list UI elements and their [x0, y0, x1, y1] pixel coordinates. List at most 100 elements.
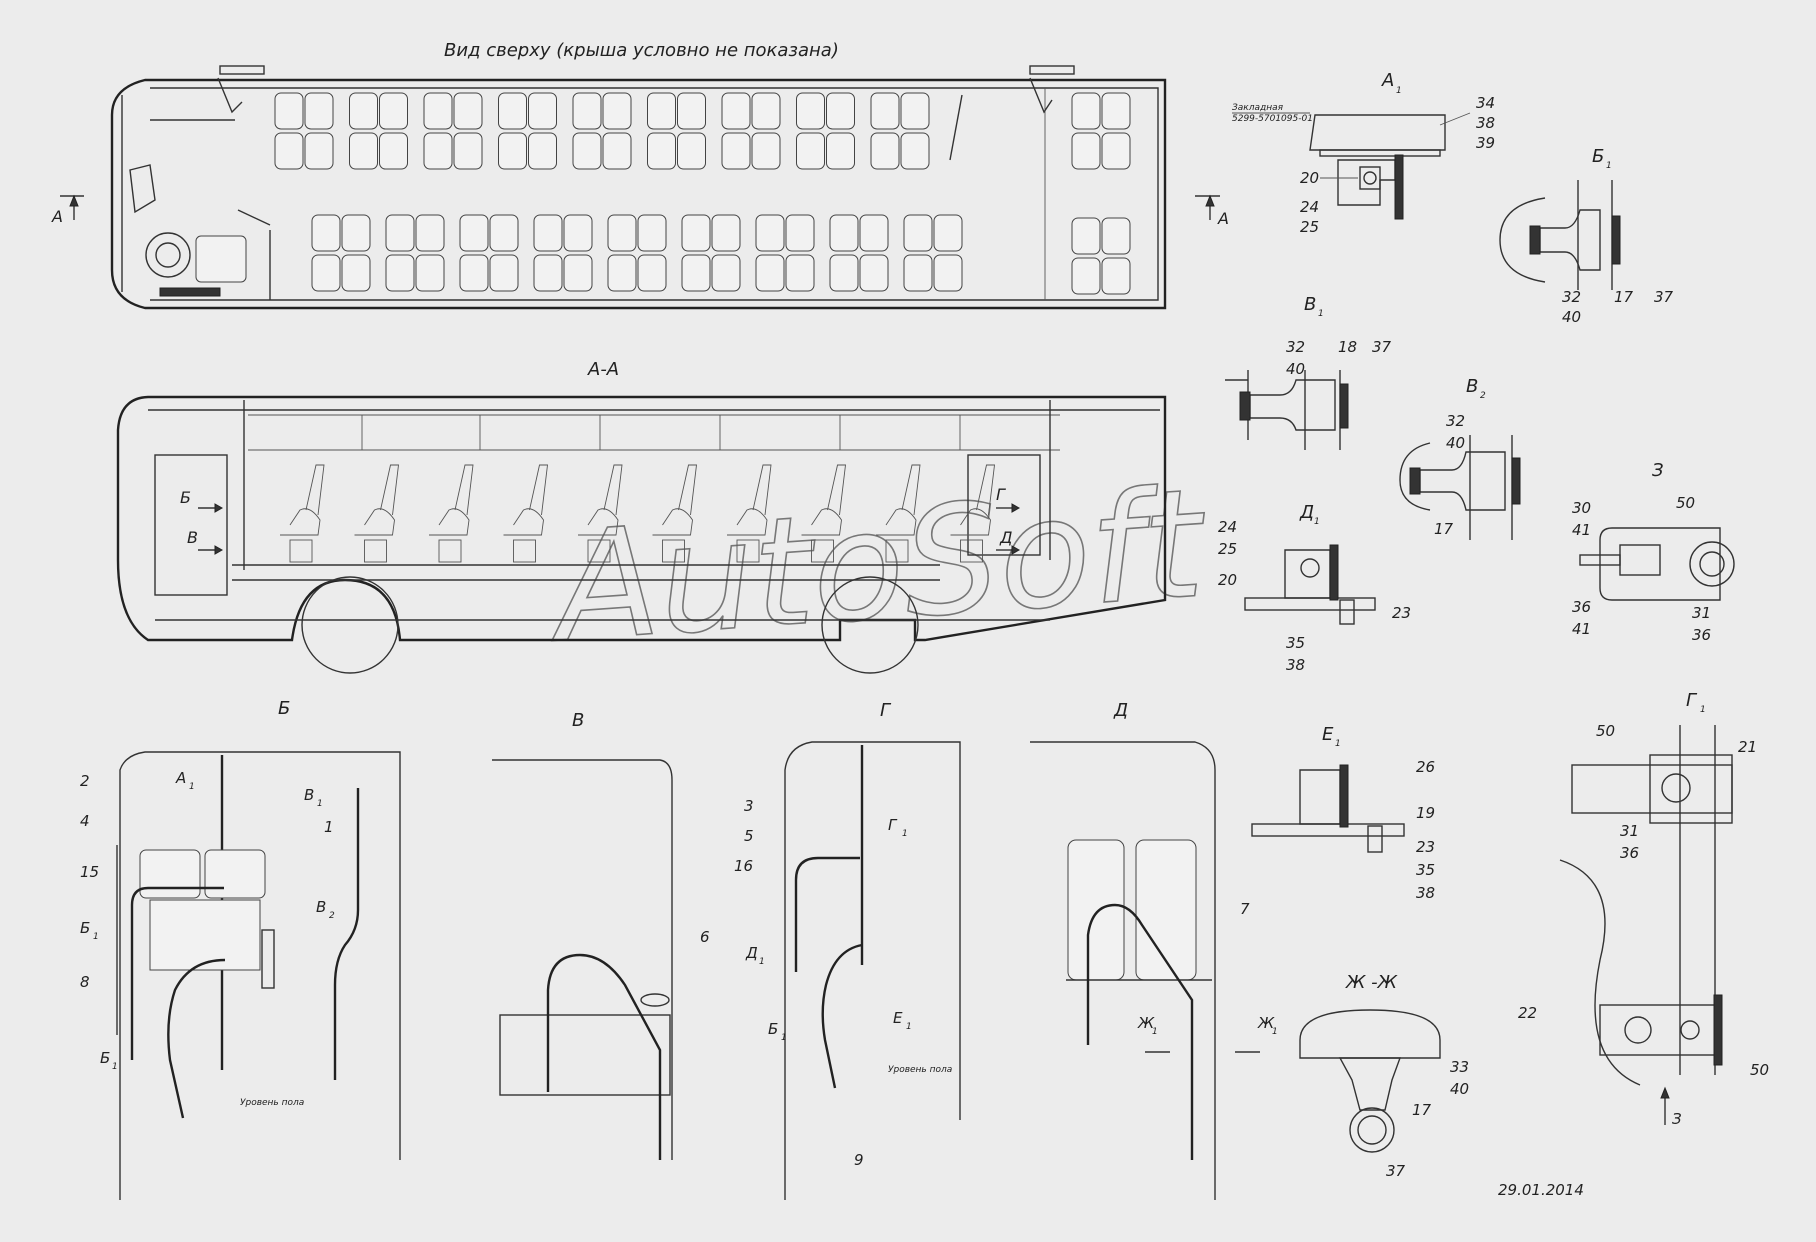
svg-text:20: 20 [1300, 169, 1319, 187]
svg-text:1: 1 [93, 932, 99, 942]
svg-text:50: 50 [1676, 494, 1695, 512]
seat-icon [721, 132, 751, 170]
svg-text:36: 36 [1692, 626, 1711, 644]
section-aa-seats [280, 464, 996, 563]
seat-icon [274, 132, 304, 170]
detail-g1: Г 1 50 21 31 36 22 50 З [1518, 690, 1769, 1128]
seat-icon [900, 132, 930, 170]
aa-mark-v: В [187, 528, 198, 547]
seat-icon [829, 214, 859, 252]
seat-icon [607, 254, 637, 292]
seat-icon [385, 214, 415, 252]
seat-icon [280, 464, 325, 536]
seat-icon [385, 254, 415, 292]
seat-icon [652, 464, 698, 536]
floor-level-g: Уровень пола [888, 1065, 952, 1075]
seat-icon [423, 132, 453, 170]
svg-text:1: 1 [759, 957, 765, 967]
svg-text:В: В [316, 898, 326, 916]
detail-d1-title: Д [1299, 502, 1314, 523]
seat-icon [354, 464, 400, 536]
seat-icon [950, 464, 996, 536]
seat-icon [711, 214, 741, 252]
a1-note-line1: Закладная [1232, 103, 1284, 113]
svg-text:31: 31 [1692, 604, 1711, 622]
seat-icon [489, 214, 519, 252]
svg-text:Г: Г [888, 816, 898, 834]
seat-icon [727, 464, 772, 536]
seat-icon [533, 254, 563, 292]
seat-icon [379, 92, 408, 130]
seat-icon [785, 254, 815, 292]
seat-icon [870, 132, 900, 170]
seat-icon [647, 92, 676, 130]
seat-icon [721, 92, 751, 130]
svg-text:25: 25 [1300, 218, 1319, 236]
svg-text:32: 32 [1446, 412, 1465, 430]
seat-leg [289, 539, 313, 563]
svg-text:40: 40 [1450, 1080, 1469, 1098]
view-d: Д 7 Ж 1 Ж 1 [1030, 700, 1278, 1200]
seat-icon [415, 254, 445, 292]
view-v-title: В [572, 710, 584, 731]
view-b-title: Б [278, 698, 290, 719]
seat-icon [637, 254, 667, 292]
svg-text:Б: Б [100, 1049, 110, 1067]
top-seat-row-upper [274, 92, 930, 170]
svg-text:1: 1 [324, 818, 334, 836]
svg-text:37: 37 [1386, 1162, 1406, 1180]
seat-icon [341, 214, 371, 252]
seat-icon [572, 132, 602, 170]
seat-icon [379, 132, 408, 170]
seat-icon [755, 254, 785, 292]
section-aa-title: А-А [587, 359, 619, 380]
seat-icon [1071, 217, 1101, 255]
seat-leg [662, 539, 685, 563]
svg-text:35: 35 [1416, 861, 1435, 879]
svg-text:40: 40 [1446, 434, 1465, 452]
svg-text:1: 1 [112, 1062, 118, 1072]
svg-text:39: 39 [1476, 134, 1495, 152]
svg-text:40: 40 [1286, 360, 1305, 378]
svg-text:24: 24 [1218, 518, 1237, 536]
seat-icon [578, 464, 623, 536]
seat-icon [681, 214, 711, 252]
svg-text:1: 1 [1272, 1027, 1278, 1037]
seat-icon [755, 214, 785, 252]
svg-text:17: 17 [1412, 1101, 1432, 1119]
svg-text:Д: Д [745, 944, 758, 962]
svg-text:З: З [1672, 1110, 1682, 1128]
svg-text:25: 25 [1218, 540, 1237, 558]
svg-text:31: 31 [1620, 822, 1639, 840]
aa-mark-g: Г [996, 485, 1006, 504]
seat-leg [364, 539, 387, 563]
seat-icon [602, 92, 632, 130]
seat-icon [572, 92, 602, 130]
svg-text:2: 2 [80, 772, 90, 790]
top-view: Вид сверху (крыша условно не показана) А… [51, 40, 1229, 310]
svg-text:6: 6 [700, 928, 710, 946]
seat-icon [796, 132, 825, 170]
svg-text:32: 32 [1286, 338, 1305, 356]
seat-icon [503, 464, 549, 536]
svg-text:Ж: Ж [1257, 1014, 1275, 1032]
section-mark-right: А [1217, 209, 1229, 228]
svg-text:37: 37 [1372, 338, 1392, 356]
svg-text:Б: Б [768, 1020, 778, 1038]
section-mark-left: А [51, 207, 63, 226]
seat-leg [438, 539, 462, 563]
seat-icon [528, 132, 557, 170]
view-b: Б 2 4 15 1 8 А 1 В 1 Б 1 В 2 Б 1 Уровень… [80, 698, 401, 1200]
seat-icon [796, 92, 825, 130]
svg-text:20: 20 [1218, 571, 1237, 589]
seat-icon [533, 214, 563, 252]
svg-text:40: 40 [1562, 308, 1581, 326]
svg-text:1: 1 [902, 829, 908, 839]
seat-icon [903, 254, 933, 292]
detail-b1-title: Б [1592, 146, 1604, 167]
seat-icon [933, 254, 963, 292]
seat-icon [429, 464, 474, 536]
seat-icon [415, 214, 445, 252]
seat-icon [453, 92, 483, 130]
drawing-date: 29.01.2014 [1498, 1181, 1584, 1199]
